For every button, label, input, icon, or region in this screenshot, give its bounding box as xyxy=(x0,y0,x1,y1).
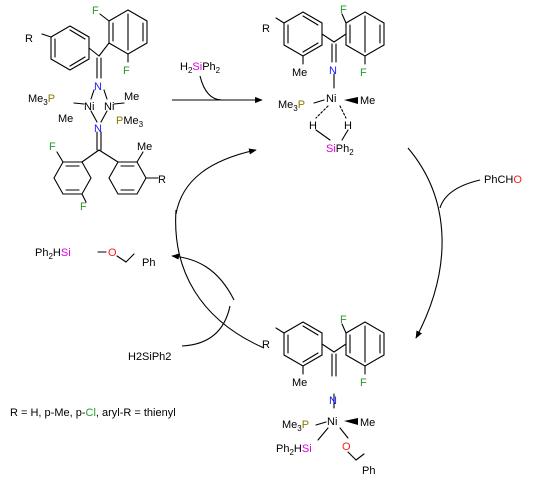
reagent-silane-top: H2SiPh2 xyxy=(180,61,221,75)
complex-R: R xyxy=(262,23,270,35)
alkoxide-O: O xyxy=(342,441,351,453)
complex-H1: H xyxy=(309,120,317,132)
silane-entry-bottom xyxy=(181,305,231,347)
product-O-C-bond xyxy=(116,255,127,263)
dimer-precatalyst xyxy=(41,9,159,203)
complex-H2: H xyxy=(344,120,352,132)
dimer-Ni2: Ni xyxy=(104,101,114,113)
dimer-N2: N xyxy=(94,123,102,135)
complex-Me-Ni: Me xyxy=(360,95,375,107)
complex-Me3P: Me3P xyxy=(278,99,305,113)
product-silylether: Ph2HSi xyxy=(35,247,71,261)
complex-N: N xyxy=(329,65,337,77)
dimer-R-lower: R xyxy=(158,174,166,186)
complex-Me: Me xyxy=(292,67,307,79)
complex-F1: F xyxy=(340,4,347,16)
silane-entry-curve xyxy=(199,75,223,101)
alkoxide-R: R xyxy=(262,339,270,351)
aldehyde-entry-curve xyxy=(439,179,481,209)
dimer-F1: F xyxy=(92,5,99,17)
footnote-substituents: R = H, p-Me, p-Cl, aryl-R = thienyl xyxy=(10,407,176,419)
alkoxide-Me: Me xyxy=(292,377,307,389)
product-C-Ph-bond xyxy=(125,253,135,263)
dimer-Me-left: Me xyxy=(58,113,73,125)
alkoxide-F2: F xyxy=(360,377,367,389)
cycle-arrow-left xyxy=(175,148,257,215)
alkoxide-Ph: Ph xyxy=(362,465,375,477)
dimer-F4: F xyxy=(80,201,87,213)
reagent-silane-bottom: H2SiPh2 xyxy=(128,351,171,363)
dimer-Me3P-left: Me3P xyxy=(28,93,55,107)
product-O: O xyxy=(108,247,117,259)
dimer-F3: F xyxy=(49,141,56,153)
alkoxide-Ni: Ni xyxy=(327,416,337,428)
dimer-R: R xyxy=(25,33,33,45)
product-release-arrow xyxy=(171,253,235,301)
dimer-PMe3-right: PMe3 xyxy=(116,115,144,129)
cycle-arrow-right xyxy=(407,147,443,339)
complex-SiPh2: SiPh2 xyxy=(326,143,354,157)
dimer-Ni1: Ni xyxy=(84,101,94,113)
alkoxide-F1: F xyxy=(340,314,347,326)
alkoxide-N: N xyxy=(329,395,337,407)
alkoxide-Ph2HSi: Ph2HSi xyxy=(276,443,312,457)
complex-F2: F xyxy=(360,67,367,79)
dimer-F2: F xyxy=(123,65,130,77)
reagent-aldehyde: PhCHO xyxy=(484,174,522,186)
product-Ph: Ph xyxy=(142,257,155,269)
dimer-Me-lower: Me xyxy=(137,141,152,153)
complex-Ni: Ni xyxy=(326,93,336,105)
alkoxide-complex xyxy=(275,321,385,461)
alkoxide-Me3P: Me3P xyxy=(282,419,309,433)
silane-complex xyxy=(275,11,385,141)
dimer-N1: N xyxy=(94,81,102,93)
alkoxide-Me-Ni: Me xyxy=(360,417,375,429)
cycle-arrow-bottom xyxy=(175,209,265,349)
dimer-Me-right: Me xyxy=(124,91,139,103)
